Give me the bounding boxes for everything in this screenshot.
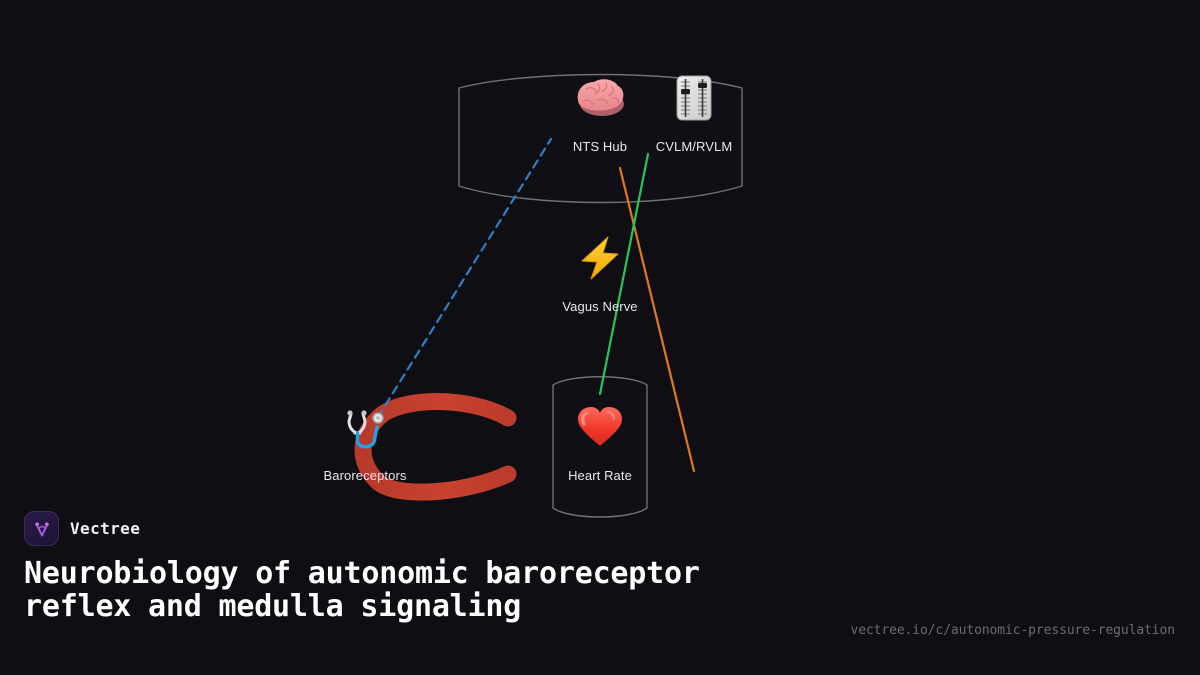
vectree-logo-icon bbox=[24, 511, 59, 546]
node-label-nts-hub: NTS Hub bbox=[572, 139, 628, 154]
brain-icon[interactable] bbox=[577, 79, 624, 116]
high-voltage-icon[interactable] bbox=[581, 236, 619, 280]
level-slider-icon[interactable] bbox=[676, 75, 712, 121]
brand-name: Vectree bbox=[70, 519, 141, 538]
edge-sympathetic-efferent[interactable] bbox=[618, 166, 696, 473]
node-label-vagus-nerve: Vagus Nerve bbox=[562, 299, 638, 314]
stethoscope-icon[interactable] bbox=[347, 410, 384, 449]
node-label-baroreceptors: Baroreceptors bbox=[323, 468, 407, 483]
page-title: Neurobiology of autonomic baroreceptor r… bbox=[24, 556, 700, 624]
group-heart-rate-outline bbox=[552, 376, 648, 518]
brand-row[interactable]: Vectree bbox=[24, 511, 1176, 546]
branding-block: Vectree Neurobiology of autonomic barore… bbox=[24, 511, 1176, 624]
edge-baroreceptor-afferent[interactable] bbox=[376, 137, 553, 419]
red-heart-icon[interactable] bbox=[578, 407, 622, 446]
footer-url: vectree.io/c/autonomic-pressure-regulati… bbox=[850, 623, 1175, 638]
node-label-cvlm-rvlm: CVLM/RVLM bbox=[655, 139, 733, 154]
group-medulla-outline bbox=[458, 73, 743, 204]
node-label-heart-rate: Heart Rate bbox=[568, 468, 632, 483]
edge-vagal-efferent[interactable] bbox=[598, 152, 650, 396]
